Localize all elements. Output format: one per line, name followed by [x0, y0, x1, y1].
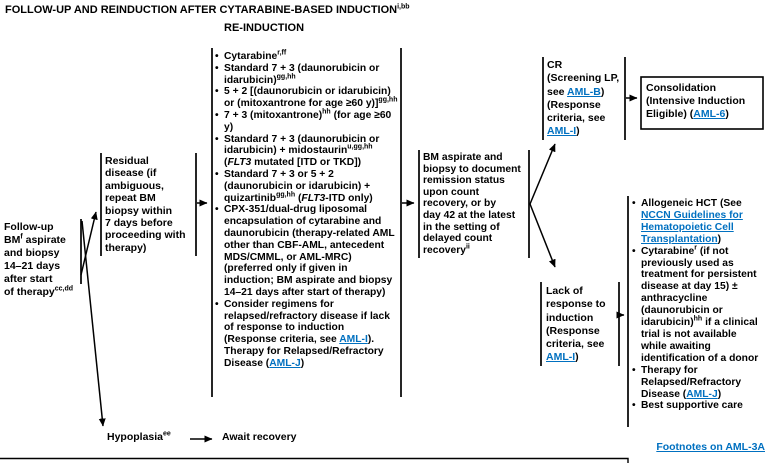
link-aml-6[interactable]: AML-6: [693, 108, 726, 120]
link-aml-j[interactable]: AML-J: [269, 357, 301, 369]
post-failure-options-list: Allogeneic HCT (See NCCN Guidelines for …: [632, 198, 765, 412]
link-aml-j[interactable]: AML-J: [686, 388, 718, 400]
arrow-bm-to-cr: [529, 143, 556, 205]
arrow-followup-to-hypoplasia: [81, 220, 106, 427]
post-failure-option: Allogeneic HCT (See NCCN Guidelines for …: [632, 198, 765, 246]
reinduction-option: 7 + 3 (mitoxantrone)hh (for age ≥60 y): [215, 109, 399, 134]
arrow-followup-to-residual: [80, 211, 98, 276]
link-aml-i[interactable]: AML-I: [339, 334, 368, 346]
node-await-recovery: Await recovery: [222, 431, 297, 443]
reinduction-options-list: Cytarabiner,ff Standard 7 + 3 (daunorubi…: [215, 50, 399, 370]
bottom-rule: [0, 457, 629, 463]
node-hypoplasia: Hypoplasiaee: [107, 430, 171, 444]
reinduction-option: 5 + 2 [(daunorubicin or idarubicin) or (…: [215, 86, 399, 110]
link-nccn-guidelines-for-hematopoietic-cell-transplantation[interactable]: NCCN Guidelines for Hematopoietic Cell T…: [641, 209, 743, 245]
reinduction-option: Standard 7 + 3 (daunorubicin or idarubic…: [215, 134, 399, 169]
footnotes-link[interactable]: Footnotes on AML-3A: [656, 441, 765, 453]
section-label-reinduction: RE-INDUCTION: [224, 22, 305, 34]
page-title: FOLLOW-UP AND REINDUCTION AFTER CYTARABI…: [5, 3, 410, 16]
arrow-bm-to-lack: [529, 203, 556, 268]
reinduction-option: Cytarabiner,ff: [215, 50, 399, 63]
consolidation-box: [640, 76, 764, 130]
link-aml-i[interactable]: AML-I: [547, 125, 577, 138]
reinduction-option: Standard 7 + 3 (daunorubicin or idarubic…: [215, 63, 399, 87]
link-aml-i[interactable]: AML-I: [546, 351, 576, 364]
link-aml-b[interactable]: AML-B: [567, 85, 601, 98]
post-failure-option: Cytarabiner (if not previously used as t…: [632, 244, 765, 365]
post-failure-option: Therapy for Relapsed/Refractory Disease …: [632, 365, 765, 401]
post-failure-option: Best supportive care: [632, 400, 765, 412]
reinduction-option: CPX-351/dual-drug liposomal encapsulatio…: [215, 204, 399, 298]
reinduction-option: Consider regimens for relapsed/refractor…: [215, 299, 399, 370]
reinduction-option: Standard 7 + 3 or 5 + 2 (daunorubicin or…: [215, 169, 399, 204]
